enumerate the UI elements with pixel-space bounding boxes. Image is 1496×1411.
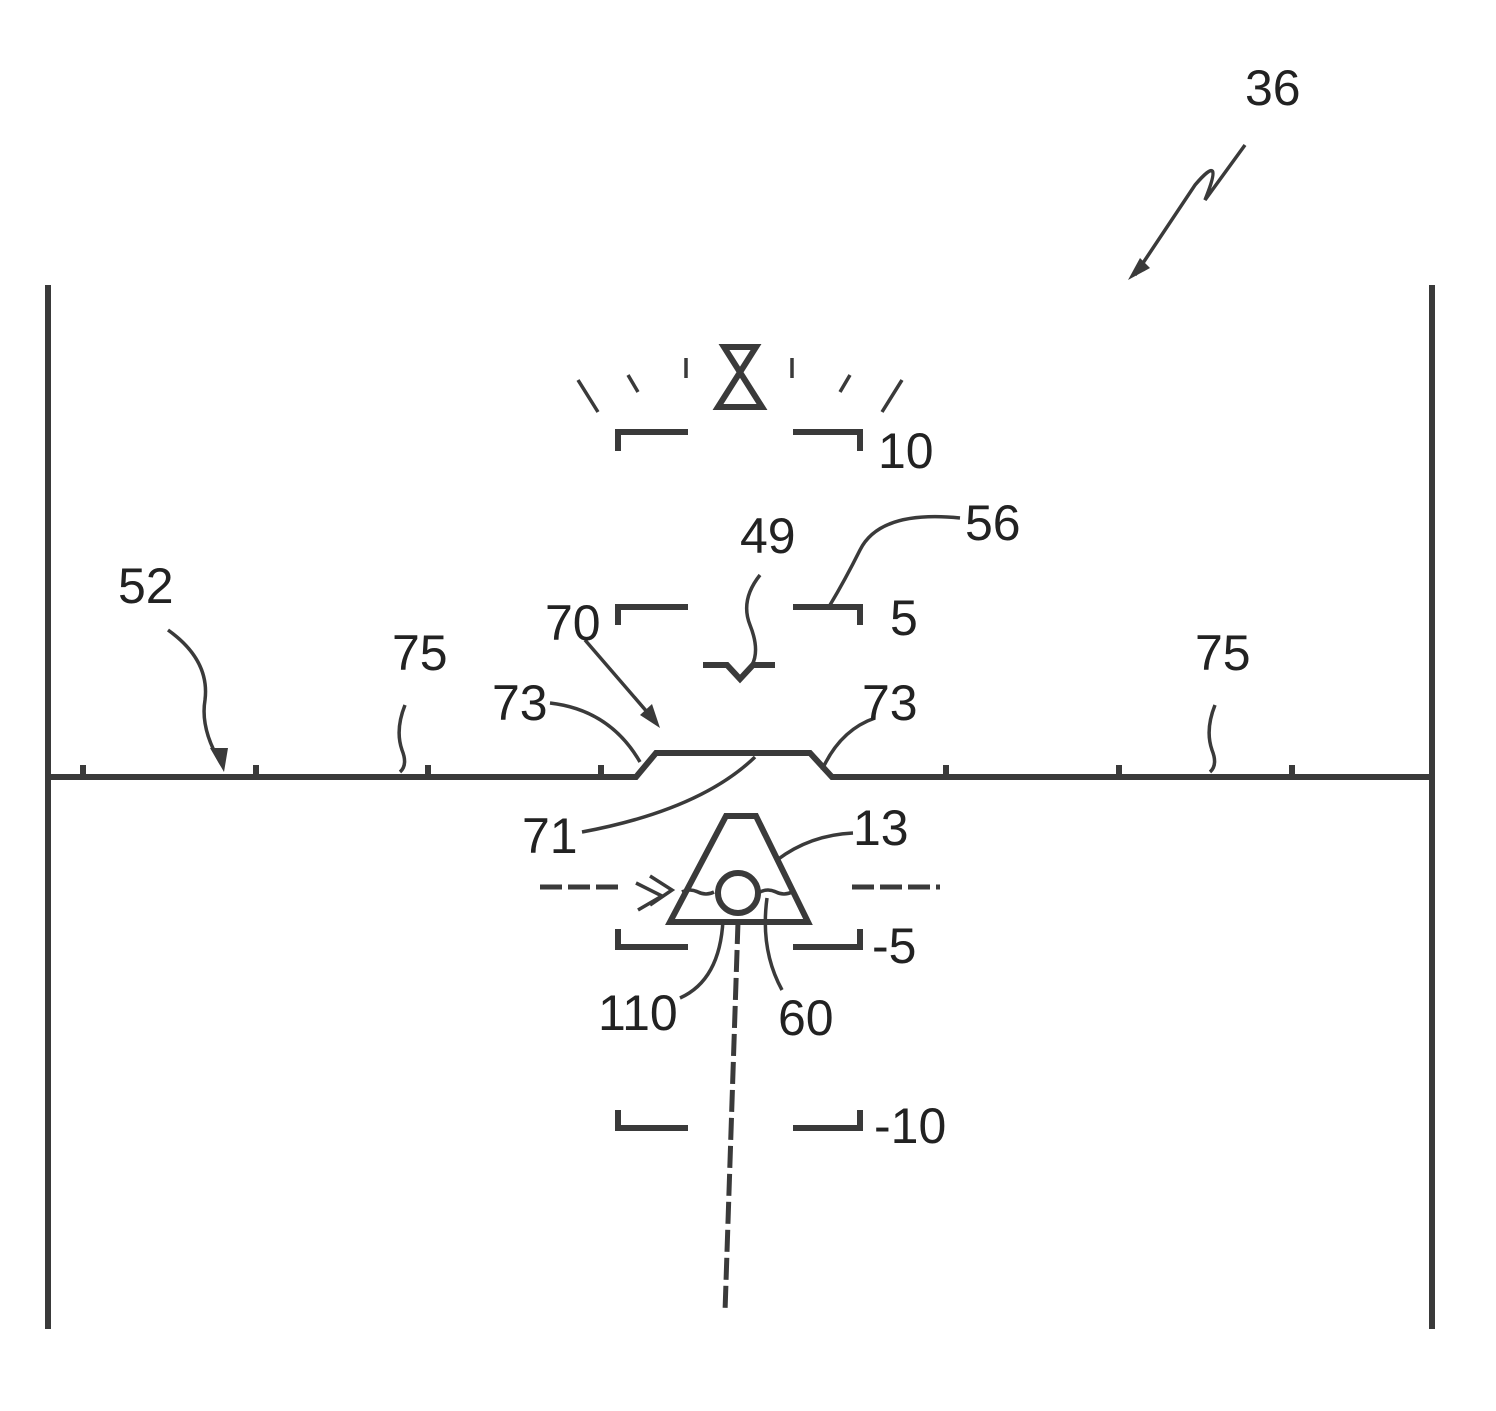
ref-label-36: 36 xyxy=(1245,60,1301,116)
ref-label-73-right: 73 xyxy=(862,675,918,731)
aircraft-symbol xyxy=(540,816,940,1312)
circle-marker-icon xyxy=(718,873,758,913)
ref-label-56: 56 xyxy=(965,495,1021,551)
ref-label-73-left: 73 xyxy=(492,675,548,731)
ref-label-70: 70 xyxy=(545,595,601,651)
ref-label-71: 71 xyxy=(522,808,578,864)
pitch-label-minus-10: -10 xyxy=(874,1098,946,1154)
ref-label-75-left: 75 xyxy=(392,625,448,681)
leader-lines xyxy=(168,145,1245,998)
pitch-bar-5 xyxy=(618,607,860,622)
pitch-bar-minus-10 xyxy=(618,1113,860,1128)
roll-pointer-icon xyxy=(718,347,762,407)
ref-label-13: 13 xyxy=(853,800,909,856)
pitch-label-minus-5: -5 xyxy=(872,918,916,974)
roll-tick-marks xyxy=(578,358,902,412)
flight-path-marker-icon xyxy=(706,665,772,679)
pitch-label-10: 10 xyxy=(878,423,934,479)
ref-label-52: 52 xyxy=(118,558,174,614)
roll-scale xyxy=(578,347,902,412)
dashed-vertical-line xyxy=(725,922,738,1312)
ref-label-49: 49 xyxy=(740,508,796,564)
pitch-label-5: 5 xyxy=(890,590,918,646)
ref-label-75-right: 75 xyxy=(1195,625,1251,681)
aircraft-trapezoid-icon xyxy=(670,816,808,922)
pitch-bar-10 xyxy=(618,432,860,448)
chevron-icon xyxy=(636,876,672,910)
ref-label-60: 60 xyxy=(778,990,834,1046)
ref-label-110: 110 xyxy=(598,985,678,1041)
wavy-line xyxy=(682,890,792,894)
